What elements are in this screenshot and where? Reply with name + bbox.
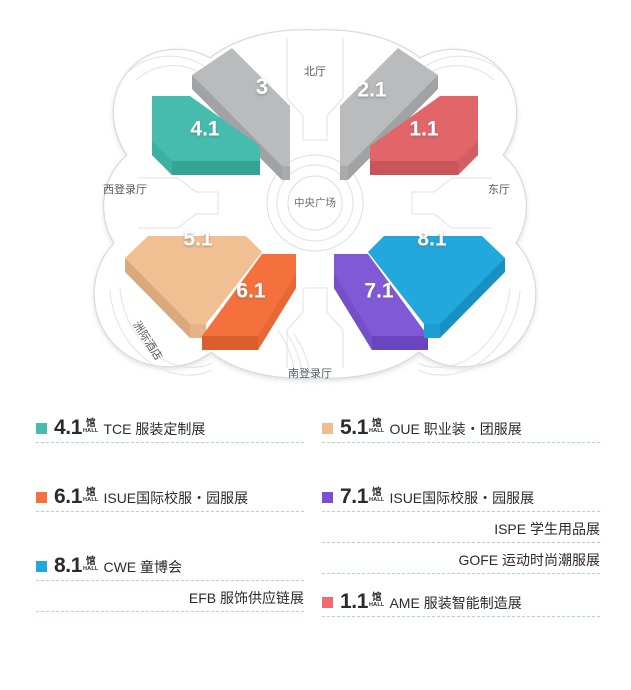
legend-swatch-4-1 bbox=[36, 423, 47, 434]
legend-hall-unit-cn: 馆 bbox=[371, 417, 382, 429]
legend-expo-name: ISUE国际校服・园服展 bbox=[389, 489, 535, 506]
label-north-hall: 北厅 bbox=[304, 65, 326, 78]
legend-hall-unit: 馆 HALL bbox=[369, 593, 384, 609]
legend-hall-code: 6.1 bbox=[54, 485, 82, 508]
legend-expo-name: ISPE 学生用品展 bbox=[494, 520, 600, 537]
legend-spacer bbox=[322, 469, 600, 481]
legend-spacer bbox=[36, 443, 304, 469]
legend-group-7-1[interactable]: 7.1 馆 HALL ISUE国际校服・园服展 ISPE 学生用品展 GOFE … bbox=[322, 481, 600, 574]
legend-spacer bbox=[322, 443, 600, 469]
legend-row[interactable]: ISPE 学生用品展 bbox=[322, 512, 600, 543]
legend-column-left: 4.1 馆 HALL TCE 服装定制展 6.1 馆 HALL ISUE国际校服… bbox=[36, 412, 304, 612]
legend-spacer bbox=[36, 469, 304, 481]
legend-hall-unit: 馆 HALL bbox=[369, 419, 384, 435]
legend-hall-unit-en: HALL bbox=[83, 566, 99, 573]
legend-row[interactable]: 6.1 馆 HALL ISUE国际校服・园服展 bbox=[36, 481, 304, 512]
legend-hall-unit-cn: 馆 bbox=[85, 555, 96, 567]
legend-row[interactable]: 7.1 馆 HALL ISUE国际校服・园服展 bbox=[322, 481, 600, 512]
hall-block-8-1[interactable]: 8.1 bbox=[368, 228, 505, 338]
legend-row[interactable]: GOFE 运动时尚潮服展 bbox=[322, 543, 600, 574]
hall-block-7-1[interactable]: 7.1 bbox=[334, 254, 428, 350]
hall-number-3: 3 bbox=[256, 74, 268, 99]
legend-expo-name: GOFE 运动时尚潮服展 bbox=[458, 551, 600, 568]
legend-group-6-1[interactable]: 6.1 馆 HALL ISUE国际校服・园服展 bbox=[36, 481, 304, 512]
legend-expo-name: EFB 服饰供应链展 bbox=[188, 589, 304, 606]
legend-row[interactable]: 1.1 馆 HALL AME 服装智能制造展 bbox=[322, 586, 600, 617]
legend-hall-unit: 馆 HALL bbox=[83, 419, 98, 435]
legend-swatch-1-1 bbox=[322, 597, 333, 608]
hall-block-6-1[interactable]: 6.1 bbox=[202, 254, 296, 350]
floorplan-svg: 中央广场 3 2.1 1.1 4.1 bbox=[93, 29, 537, 380]
legend-column-right: 5.1 馆 HALL OUE 职业装・团服展 7.1 馆 HALL ISUE国际… bbox=[322, 412, 600, 617]
legend-row[interactable]: 8.1 馆 HALL CWE 童博会 bbox=[36, 550, 304, 581]
legend-hall-unit: 馆 HALL bbox=[83, 488, 98, 504]
hall-number-2-1: 2.1 bbox=[357, 79, 387, 102]
legend-spacer bbox=[36, 538, 304, 550]
label-west-entrance: 西登录厅 bbox=[103, 182, 147, 196]
legend-hall-code: 5.1 bbox=[340, 416, 368, 439]
legend-expo-name: AME 服装智能制造展 bbox=[389, 594, 522, 611]
legend-hall-code: 4.1 bbox=[54, 416, 82, 439]
legend-hall-unit-cn: 馆 bbox=[85, 486, 96, 498]
legend-row[interactable]: 5.1 馆 HALL OUE 职业装・团服展 bbox=[322, 412, 600, 443]
hall-number-5-1: 5.1 bbox=[183, 228, 213, 251]
legend-hall-code: 7.1 bbox=[340, 485, 368, 508]
hall-block-5-1[interactable]: 5.1 bbox=[125, 228, 262, 338]
courtyard-outlines bbox=[109, 38, 521, 376]
legend-hall-code: 1.1 bbox=[340, 590, 368, 613]
legend-hall-unit-cn: 馆 bbox=[85, 417, 96, 429]
legend-hall-unit: 馆 HALL bbox=[369, 488, 384, 504]
legend-group-8-1[interactable]: 8.1 馆 HALL CWE 童博会 EFB 服饰供应链展 bbox=[36, 550, 304, 612]
legend-swatch-7-1 bbox=[322, 492, 333, 503]
hall-block-4-1[interactable]: 4.1 bbox=[152, 96, 260, 175]
legend-expo-name: OUE 职业装・团服展 bbox=[389, 420, 522, 437]
legend-hall-unit-en: HALL bbox=[83, 497, 99, 504]
legend-hall-unit: 馆 HALL bbox=[83, 557, 98, 573]
legend-row[interactable]: EFB 服饰供应链展 bbox=[36, 581, 304, 612]
legend-group-4-1[interactable]: 4.1 馆 HALL TCE 服装定制展 bbox=[36, 412, 304, 443]
legend-swatch-8-1 bbox=[36, 561, 47, 572]
legend-expo-name: ISUE国际校服・园服展 bbox=[103, 489, 249, 506]
legend-hall-unit-en: HALL bbox=[369, 428, 385, 435]
legend-expo-name: CWE 童博会 bbox=[103, 558, 183, 575]
legend-swatch-5-1 bbox=[322, 423, 333, 434]
hall-legend: 4.1 馆 HALL TCE 服装定制展 6.1 馆 HALL ISUE国际校服… bbox=[0, 412, 631, 690]
legend-row[interactable]: 4.1 馆 HALL TCE 服装定制展 bbox=[36, 412, 304, 443]
hall-block-1-1[interactable]: 1.1 bbox=[370, 96, 478, 175]
hall-number-8-1: 8.1 bbox=[417, 228, 447, 251]
hall-number-4-1: 4.1 bbox=[190, 118, 220, 141]
legend-expo-name: TCE 服装定制展 bbox=[103, 420, 206, 437]
legend-group-1-1[interactable]: 1.1 馆 HALL AME 服装智能制造展 bbox=[322, 586, 600, 617]
venue-floorplan-map: 中央广场 3 2.1 1.1 4.1 bbox=[93, 29, 537, 380]
label-south-entrance: 南登录厅 bbox=[288, 366, 332, 380]
legend-hall-unit-en: HALL bbox=[369, 497, 385, 504]
hall-number-1-1: 1.1 bbox=[409, 118, 439, 141]
legend-group-5-1[interactable]: 5.1 馆 HALL OUE 职业装・团服展 bbox=[322, 412, 600, 443]
legend-spacer bbox=[36, 512, 304, 538]
legend-hall-unit-en: HALL bbox=[83, 428, 99, 435]
legend-spacer bbox=[322, 574, 600, 586]
hall-number-6-1: 6.1 bbox=[236, 280, 266, 303]
hall-number-7-1: 7.1 bbox=[364, 280, 394, 303]
legend-hall-code: 8.1 bbox=[54, 554, 82, 577]
central-plaza: 中央广场 bbox=[266, 154, 364, 252]
label-east-hall: 东厅 bbox=[488, 183, 510, 196]
label-central-plaza: 中央广场 bbox=[294, 196, 336, 209]
legend-hall-unit-en: HALL bbox=[369, 602, 385, 609]
legend-hall-unit-cn: 馆 bbox=[371, 591, 382, 603]
legend-hall-unit-cn: 馆 bbox=[371, 486, 382, 498]
hall-block-3[interactable]: 3 bbox=[192, 48, 290, 180]
legend-swatch-6-1 bbox=[36, 492, 47, 503]
hall-block-2-1[interactable]: 2.1 bbox=[340, 48, 438, 180]
